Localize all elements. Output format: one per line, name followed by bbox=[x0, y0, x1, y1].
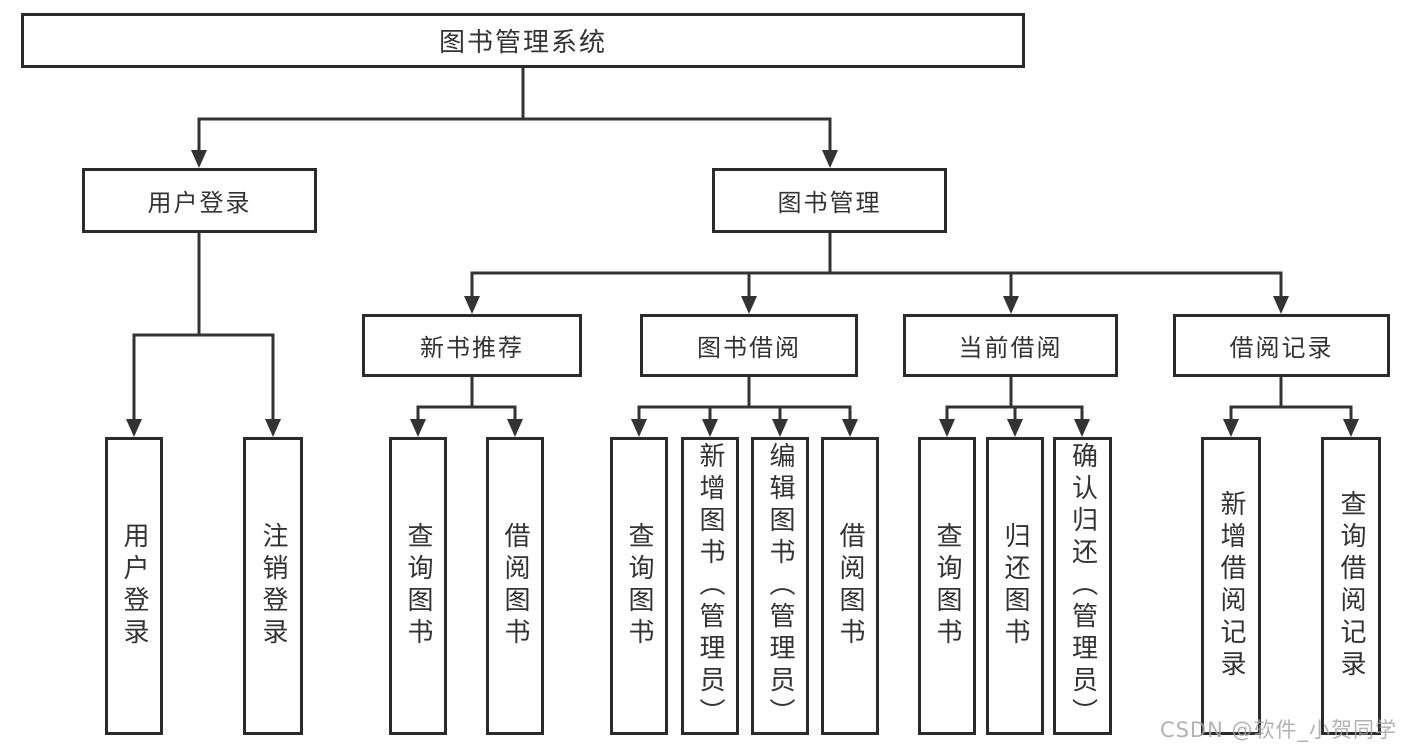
node-label: 用户登录 bbox=[147, 189, 252, 217]
leaf-query-borrow-record: 查询借阅记录 bbox=[1321, 437, 1381, 735]
leaf-logout: 注销登录 bbox=[243, 437, 303, 735]
arrow-down-icon bbox=[1273, 296, 1289, 314]
node-label: 图书管理 bbox=[777, 189, 882, 217]
node-label: 当前借阅 bbox=[958, 334, 1063, 362]
arrow-down-icon bbox=[741, 296, 757, 314]
node-label: 借阅图书 bbox=[835, 522, 865, 650]
node-label: 归还图书 bbox=[1000, 522, 1030, 650]
leaf-add-book-admin: 新增图书（管理员） bbox=[681, 437, 739, 735]
node-label: 图书管理系统 bbox=[438, 28, 607, 58]
arrow-down-icon bbox=[702, 419, 718, 437]
node-label: 新增借阅记录 bbox=[1216, 490, 1246, 682]
leaf-borrow-books-recommend: 借阅图书 bbox=[486, 437, 544, 735]
node-label: 借阅图书 bbox=[500, 522, 530, 650]
arrow-down-icon bbox=[1343, 419, 1359, 437]
node-label: 图书借阅 bbox=[697, 334, 801, 362]
node-library-management-system: 图书管理系统 bbox=[21, 13, 1025, 68]
node-label: 查询图书 bbox=[403, 522, 433, 650]
arrow-down-icon bbox=[772, 419, 788, 437]
node-label: 查询图书 bbox=[624, 522, 654, 650]
arrow-down-icon bbox=[1223, 419, 1239, 437]
node-label: 查询图书 bbox=[932, 522, 962, 650]
arrow-down-icon bbox=[410, 419, 426, 437]
node-label: 新书推荐 bbox=[420, 334, 524, 362]
connector-new-book-recommendation-to-leaves bbox=[410, 375, 523, 437]
arrow-down-icon bbox=[939, 419, 955, 437]
arrow-down-icon bbox=[1003, 296, 1019, 314]
arrow-down-icon bbox=[822, 150, 838, 168]
arrow-down-icon bbox=[126, 419, 142, 437]
node-borrowing-records: 借阅记录 bbox=[1173, 314, 1390, 377]
leaf-borrow-books-borrowing: 借阅图书 bbox=[821, 437, 879, 735]
arrow-down-icon bbox=[507, 419, 523, 437]
leaf-return-book: 归还图书 bbox=[986, 437, 1044, 735]
node-label: 新增图书（管理员） bbox=[695, 442, 725, 730]
node-label: 用户登录 bbox=[119, 522, 149, 650]
connector-current-borrowing-to-leaves bbox=[939, 375, 1090, 437]
node-user-login: 用户登录 bbox=[82, 168, 317, 233]
arrow-down-icon bbox=[191, 150, 207, 168]
connector-book-borrowing-to-leaves bbox=[631, 375, 858, 437]
csdn-watermark: CSDN @软件_小贺同学 bbox=[1159, 718, 1397, 742]
leaf-add-borrow-record: 新增借阅记录 bbox=[1201, 437, 1261, 735]
connector-book-management-to-level2 bbox=[464, 231, 1289, 314]
arrow-down-icon bbox=[842, 419, 858, 437]
leaf-query-books-recommend: 查询图书 bbox=[389, 437, 447, 735]
connector-root-to-level1 bbox=[191, 66, 838, 168]
node-book-management: 图书管理 bbox=[712, 168, 947, 233]
leaf-user-login: 用户登录 bbox=[105, 437, 163, 735]
arrow-down-icon bbox=[1007, 419, 1023, 437]
node-label: 确认归还（管理员） bbox=[1067, 442, 1098, 730]
node-new-book-recommendation: 新书推荐 bbox=[362, 314, 582, 377]
leaf-query-books-borrowing: 查询图书 bbox=[610, 437, 668, 735]
connector-borrowing-records-to-leaves bbox=[1223, 375, 1359, 437]
connector-user-login-to-leaves bbox=[126, 231, 281, 437]
arrow-down-icon bbox=[1074, 419, 1090, 437]
node-label: 编辑图书（管理员） bbox=[765, 442, 795, 730]
node-label: 借阅记录 bbox=[1229, 334, 1334, 362]
leaf-confirm-return-admin: 确认归还（管理员） bbox=[1053, 437, 1112, 735]
arrow-down-icon bbox=[631, 419, 647, 437]
node-label: 查询借阅记录 bbox=[1336, 490, 1366, 682]
leaf-query-books-current: 查询图书 bbox=[918, 437, 976, 735]
leaf-edit-book-admin: 编辑图书（管理员） bbox=[751, 437, 809, 735]
node-current-borrowing: 当前借阅 bbox=[903, 314, 1118, 377]
arrow-down-icon bbox=[265, 419, 281, 437]
node-book-borrowing: 图书借阅 bbox=[640, 314, 858, 377]
arrow-down-icon bbox=[464, 296, 480, 314]
node-label: 注销登录 bbox=[258, 522, 288, 650]
